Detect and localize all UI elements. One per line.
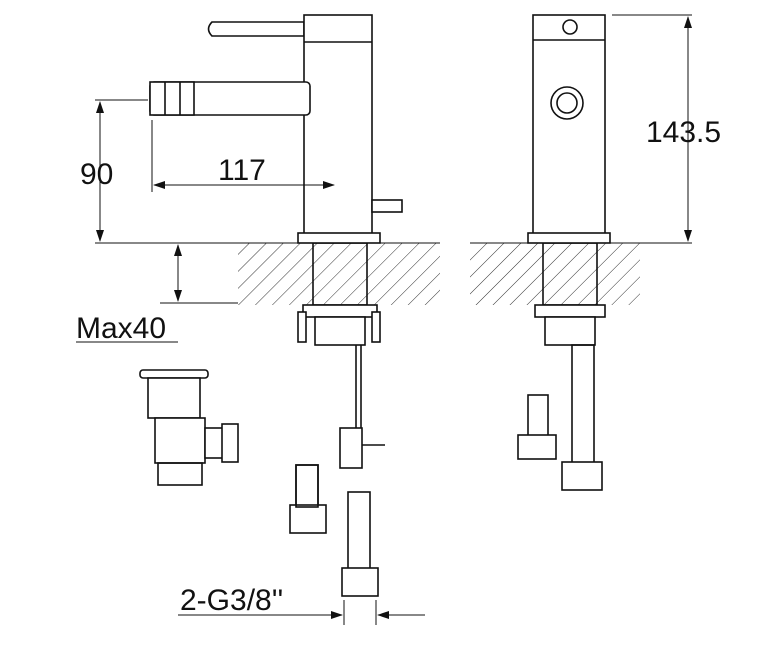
dim-spout-reach: 117 bbox=[218, 154, 266, 187]
lever-pivot bbox=[562, 19, 578, 35]
countertop-right bbox=[470, 243, 640, 305]
dim-spout-height: 90 bbox=[80, 158, 113, 191]
hose-nut-1 bbox=[289, 504, 327, 534]
aerator bbox=[149, 81, 195, 116]
base-ring bbox=[297, 232, 381, 244]
popup-waste bbox=[139, 369, 239, 486]
countertop-left bbox=[238, 243, 440, 305]
dim-max-thickness: Max40 bbox=[76, 312, 166, 345]
hose-2 bbox=[347, 491, 371, 571]
hose-nut-2 bbox=[341, 567, 379, 597]
side-view bbox=[149, 14, 440, 597]
faucet-body-side bbox=[303, 14, 373, 236]
dim-total-height: 143.5 bbox=[646, 116, 721, 149]
popup-linkage bbox=[339, 427, 363, 469]
faucet-body-front bbox=[532, 14, 606, 236]
hose-1 bbox=[295, 464, 319, 508]
dimensions-left bbox=[76, 99, 440, 625]
dim-connection: 2-G3/8'' bbox=[180, 584, 283, 617]
popup-rod-knob bbox=[371, 199, 403, 213]
spout-outlet bbox=[550, 86, 584, 120]
front-view bbox=[470, 14, 692, 491]
lever-handle bbox=[207, 21, 305, 37]
